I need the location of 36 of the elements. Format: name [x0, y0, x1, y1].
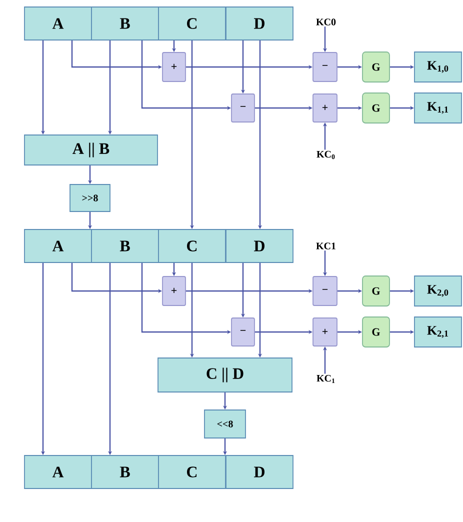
register-box: A || B [24, 134, 158, 166]
constant-label: KC$_{0}$ [316, 150, 335, 160]
register-box: C || D [158, 358, 292, 392]
function-box: G [362, 276, 390, 306]
register-box: A [24, 6, 92, 40]
register-box: K$_{2,1}$ [414, 316, 462, 348]
register-box: B [91, 229, 159, 263]
operator-box: + [162, 276, 186, 306]
constant-label: KC$_{1}$ [316, 374, 335, 384]
register-box: A [24, 455, 92, 489]
function-box: G [362, 316, 390, 348]
constant-label: KC0 [316, 18, 336, 26]
register-box: K$_{1,0}$ [414, 52, 462, 82]
register-box: B [91, 455, 159, 489]
operator-box: + [312, 94, 338, 122]
register-box: <<8 [204, 410, 246, 438]
register-box: B [91, 6, 159, 40]
operator-box: − [312, 276, 338, 306]
register-box: C [158, 229, 226, 263]
register-box: K$_{1,1}$ [414, 92, 462, 124]
register-box: >>8 [70, 184, 110, 212]
register-box: D [226, 455, 294, 489]
operator-box: + [162, 52, 186, 82]
register-box: D [226, 229, 294, 263]
register-box: K$_{2,0}$ [414, 276, 462, 306]
function-box: G [362, 92, 390, 124]
register-box: D [226, 6, 294, 40]
register-box: C [158, 455, 226, 489]
register-box: A [24, 229, 92, 263]
operator-box: − [231, 94, 255, 122]
operator-box: + [312, 318, 338, 346]
operator-box: − [312, 52, 338, 82]
function-box: G [362, 52, 390, 82]
register-box: C [158, 6, 226, 40]
operator-box: − [231, 318, 255, 346]
constant-label: KC1 [316, 242, 336, 250]
